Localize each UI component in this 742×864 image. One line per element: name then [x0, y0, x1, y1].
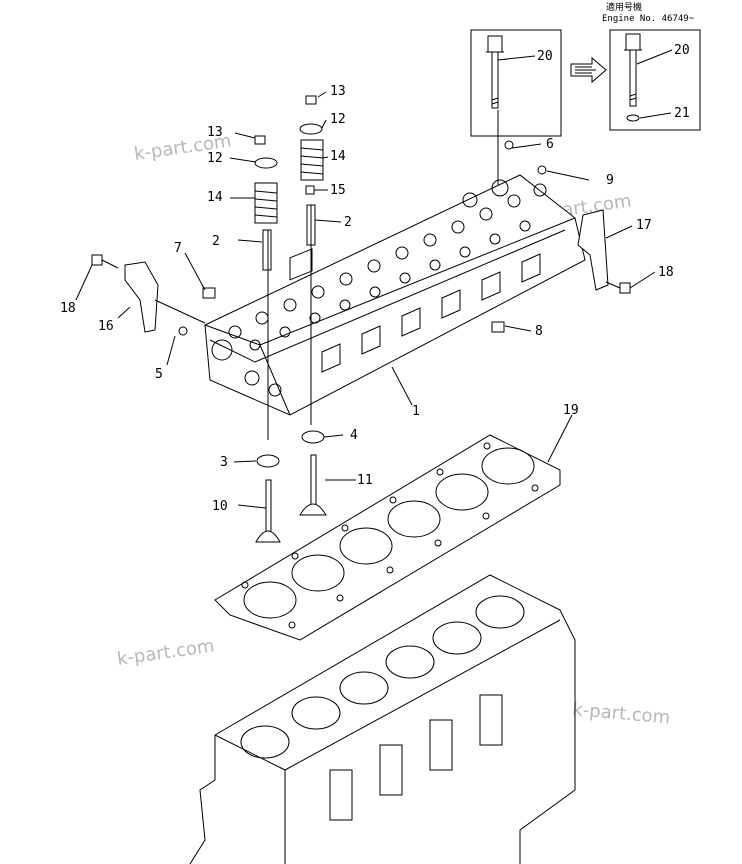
- label-18: 18: [60, 301, 76, 316]
- label-18: 18: [658, 265, 674, 280]
- label-17: 17: [636, 218, 652, 233]
- label-2: 2: [212, 234, 220, 249]
- valve-stem-seal: [256, 430, 325, 468]
- label-13: 13: [207, 125, 223, 140]
- label-4: 4: [350, 428, 358, 443]
- label-1: 1: [412, 404, 420, 419]
- label-16: 16: [98, 319, 114, 334]
- label-6: 6: [546, 137, 554, 152]
- label-8: 8: [535, 324, 543, 339]
- label-12: 12: [330, 112, 346, 127]
- label-13: 13: [330, 84, 346, 99]
- engine-number-note: Engine No. 46749~: [602, 14, 695, 24]
- label-20: 20: [674, 43, 690, 58]
- bolt-box-old: [470, 29, 562, 137]
- label-2: 2: [344, 215, 352, 230]
- watermark: k-part.com: [116, 636, 216, 670]
- cylinder-block: [189, 574, 576, 864]
- label-19: 19: [563, 403, 579, 418]
- plugs: [178, 95, 547, 336]
- label-14: 14: [207, 190, 223, 205]
- watermark: k-part.com: [572, 699, 671, 728]
- bracket: [124, 209, 609, 333]
- label-11: 11: [357, 473, 373, 488]
- label-5: 5: [155, 367, 163, 382]
- label-12: 12: [207, 151, 223, 166]
- label-14: 14: [330, 149, 346, 164]
- valve: [255, 454, 327, 543]
- valve-spring: [254, 139, 324, 224]
- label-21: 21: [674, 106, 690, 121]
- valve-spring-retainer: [254, 123, 323, 169]
- label-15: 15: [330, 183, 346, 198]
- bolt-box-new: [609, 29, 701, 131]
- leader-lines: [75, 49, 673, 509]
- label-20: 20: [537, 49, 553, 64]
- label-7: 7: [174, 241, 182, 256]
- head-gasket: [214, 434, 561, 641]
- label-3: 3: [220, 455, 228, 470]
- applicable-note: 適用号機: [606, 1, 642, 13]
- label-10: 10: [212, 499, 228, 514]
- part-labels: 1 2 2 3 4 5 6 7 8 9 10 11 12 12 13 13 14…: [60, 43, 690, 514]
- label-9: 9: [606, 173, 614, 188]
- bolt: [91, 254, 631, 294]
- arrow-icon: [570, 56, 607, 84]
- cylinder-head: [204, 174, 586, 416]
